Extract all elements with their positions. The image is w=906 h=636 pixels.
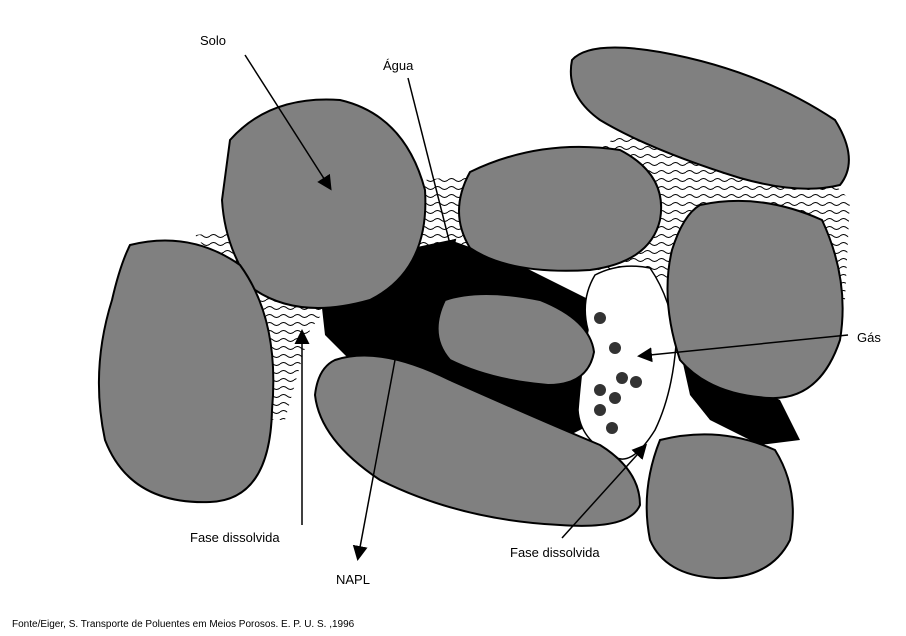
label-dissolved-right: Fase dissolvida	[510, 545, 600, 560]
gas-dot	[630, 376, 642, 388]
label-napl: NAPL	[336, 572, 370, 587]
source-caption: Fonte/Eiger, S. Transporte de Poluentes …	[12, 619, 355, 630]
grain-top-center	[222, 100, 425, 309]
gas-phase	[578, 266, 676, 459]
soil-grains	[99, 48, 849, 579]
grain-center-upper	[459, 147, 661, 271]
grain-bottom-right	[647, 434, 793, 578]
label-dissolved-left: Fase dissolvida	[190, 530, 280, 545]
gas-dot	[609, 392, 621, 404]
label-gas: Gás	[857, 330, 881, 345]
label-soil: Solo	[200, 33, 226, 48]
grain-right	[668, 201, 843, 398]
gas-dot	[609, 342, 621, 354]
gas-dot	[616, 372, 628, 384]
gas-dot	[594, 312, 606, 324]
gas-dot	[606, 422, 618, 434]
gas-dot	[594, 404, 606, 416]
label-water: Água	[383, 58, 414, 73]
grain-left	[99, 241, 273, 503]
gas-dot	[594, 384, 606, 396]
